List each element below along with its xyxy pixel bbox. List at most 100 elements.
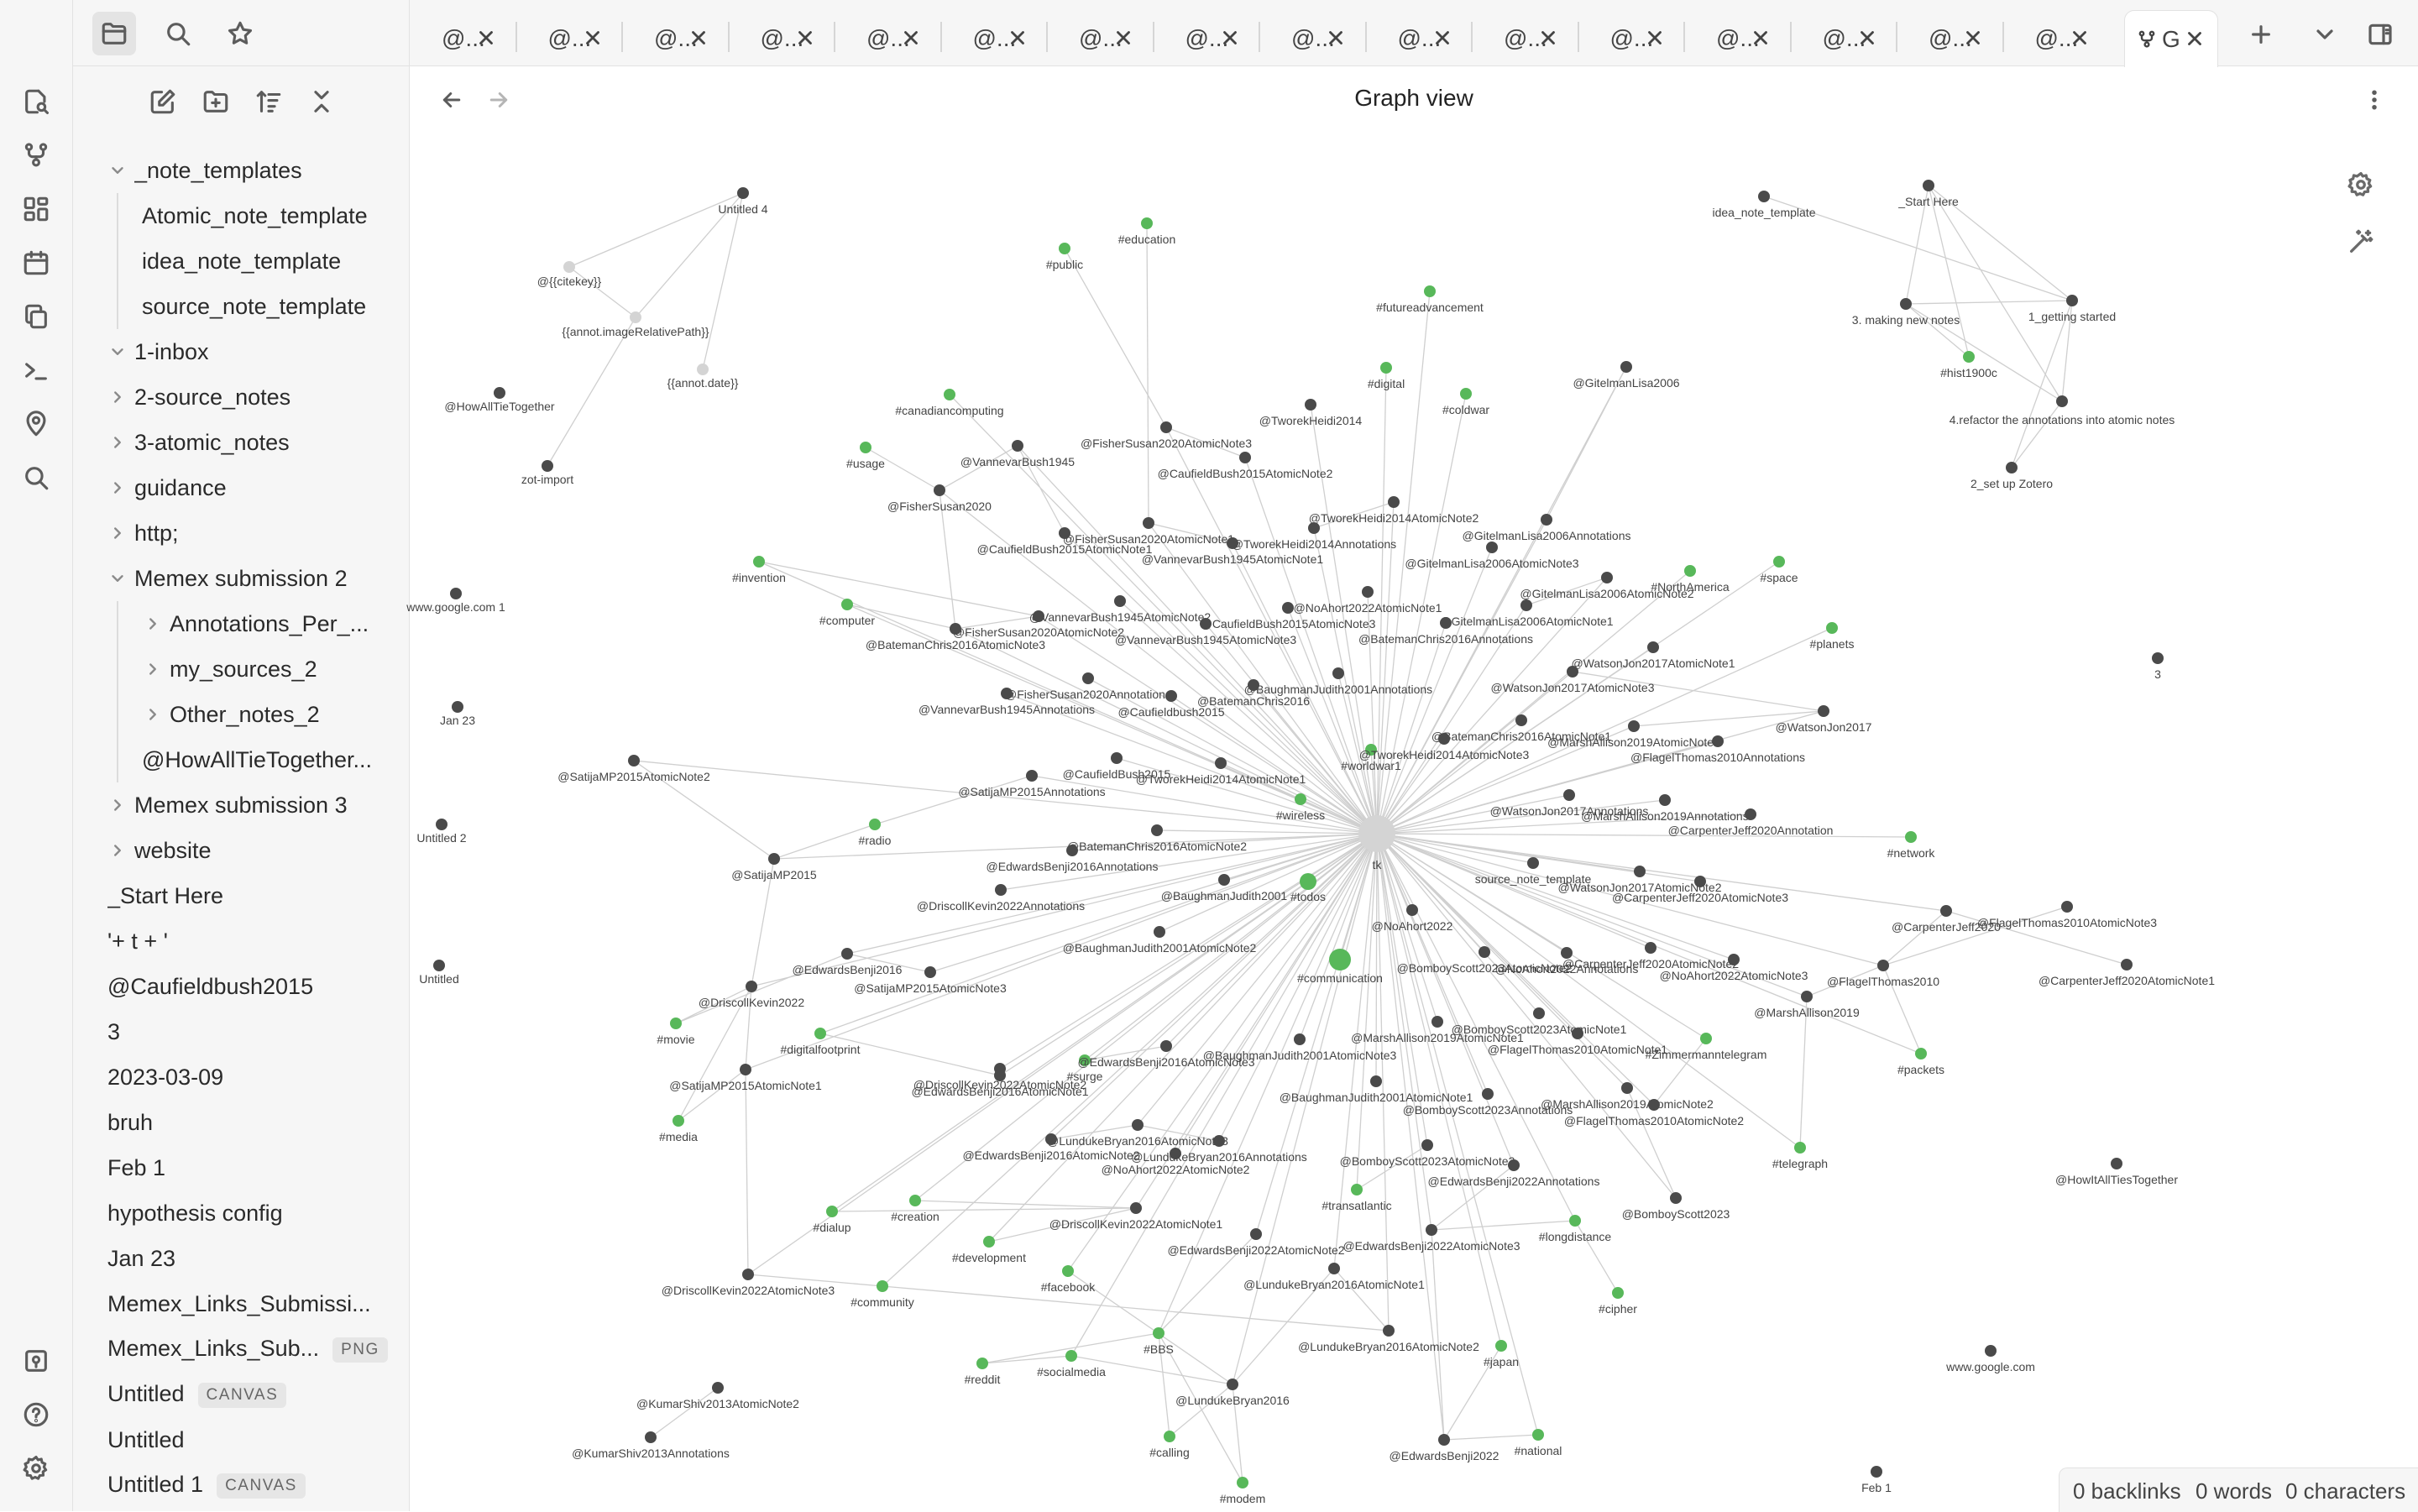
chevron-right-icon[interactable] <box>108 841 127 860</box>
graph-node-dot[interactable] <box>814 1028 826 1039</box>
graph-node-dot[interactable] <box>1045 1133 1057 1145</box>
graph-node-dot[interactable] <box>645 1431 657 1443</box>
graph-node-dot[interactable] <box>673 1115 684 1127</box>
graph-node[interactable]: @DriscollKevin2022AtomicNote3 <box>662 1269 835 1297</box>
graph-node-dot[interactable] <box>1305 399 1316 411</box>
graph-node[interactable]: @KumarShiv2013Annotations <box>572 1431 730 1460</box>
graph-node[interactable]: #computer <box>819 599 875 627</box>
graph-node-dot[interactable] <box>1160 1040 1172 1052</box>
graph-node-dot[interactable] <box>1365 744 1377 756</box>
graph-node[interactable]: @CarpenterJeff2020 <box>1892 905 2001 934</box>
graph-node[interactable]: 3 <box>2152 652 2164 681</box>
vault-switcher-icon[interactable] <box>15 1340 57 1382</box>
graph-node[interactable]: tk <box>1358 815 1395 871</box>
settings-icon[interactable] <box>15 1447 57 1489</box>
close-tab-icon[interactable] <box>1537 27 1559 49</box>
graph-node-dot[interactable] <box>1659 794 1671 806</box>
search-tab-icon[interactable] <box>156 12 200 55</box>
graph-node[interactable]: #creation <box>891 1195 939 1223</box>
graph-node[interactable]: #communication <box>1297 949 1383 985</box>
graph-node-dot[interactable] <box>1460 388 1472 400</box>
graph-node-dot[interactable] <box>1200 618 1212 630</box>
tab-note[interactable]: @... <box>1154 10 1259 65</box>
graph-node[interactable]: #development <box>952 1236 1026 1264</box>
graph-node-dot[interactable] <box>1648 1099 1660 1111</box>
chevron-right-icon[interactable] <box>144 660 162 678</box>
graph-node-dot[interactable] <box>1527 857 1539 869</box>
graph-node[interactable]: #BBS <box>1144 1327 1174 1356</box>
graph-node[interactable]: @FisherSusan2020 <box>887 484 992 513</box>
graph-node[interactable]: @CarpenterJeff2020AtomicNote1 <box>2039 959 2215 987</box>
graph-node-dot[interactable] <box>1645 942 1656 954</box>
close-tab-icon[interactable] <box>688 27 709 49</box>
graph-node-dot[interactable] <box>1794 1142 1806 1154</box>
graph-node[interactable]: #radio <box>859 819 892 847</box>
graph-node-dot[interactable] <box>1362 586 1374 598</box>
tree-folder[interactable]: _note_templates <box>73 148 409 193</box>
graph-node-dot[interactable] <box>1213 1135 1225 1147</box>
graph-node[interactable]: #modem <box>1220 1477 1265 1505</box>
graph-node[interactable]: @CarpenterJeff2020AtomicNote3 <box>1612 876 1788 904</box>
graph-node-dot[interactable] <box>450 588 462 599</box>
graph-view-icon[interactable] <box>15 134 57 176</box>
graph-node-dot[interactable] <box>1818 705 1829 717</box>
graph-node-dot[interactable] <box>740 1064 751 1075</box>
graph-node[interactable]: zot-import <box>521 460 573 486</box>
graph-node-dot[interactable] <box>950 623 961 635</box>
collapse-all-icon[interactable] <box>301 81 343 123</box>
graph-node-dot[interactable] <box>976 1358 988 1369</box>
graph-node[interactable]: _Start Here <box>1897 180 1959 208</box>
graph-node[interactable]: @VannevarBush1945AtomicNote1 <box>1142 537 1324 566</box>
graph-node-dot[interactable] <box>1130 1202 1142 1214</box>
graph-node[interactable]: #usage <box>846 442 885 470</box>
graph-node-dot[interactable] <box>1026 770 1038 782</box>
graph-node[interactable]: @DriscollKevin2022Annotations <box>917 884 1085 913</box>
graph-node[interactable]: #movie <box>657 1018 695 1046</box>
toggle-right-sidebar-icon[interactable] <box>2361 15 2400 54</box>
graph-node-dot[interactable] <box>1294 1033 1306 1045</box>
graph-node[interactable]: @MarshAllison2019Annotations <box>1581 794 1749 823</box>
new-note-icon[interactable] <box>142 81 184 123</box>
graph-node-dot[interactable] <box>1905 831 1917 843</box>
graph-node[interactable]: #worldwar1 <box>1341 744 1401 772</box>
close-tab-icon[interactable] <box>1219 27 1241 49</box>
tree-file[interactable]: Atomic_note_template <box>73 193 409 238</box>
close-tab-icon[interactable] <box>1431 27 1453 49</box>
tree-folder[interactable]: my_sources_2 <box>73 646 409 692</box>
graph-node-dot[interactable] <box>1745 808 1756 820</box>
open-quick-switcher-icon[interactable] <box>15 81 57 123</box>
graph-node-dot[interactable] <box>860 442 871 453</box>
close-tab-icon[interactable] <box>582 27 604 49</box>
graph-node-dot[interactable] <box>1248 679 1259 691</box>
graph-node-dot[interactable] <box>1684 565 1696 577</box>
new-tab-icon[interactable] <box>2242 15 2280 54</box>
graph-node[interactable]: @CaufieldBush2015AtomicNote2 <box>1158 452 1333 480</box>
graph-node-dot[interactable] <box>1758 191 1770 202</box>
graph-node-dot[interactable] <box>1239 452 1251 463</box>
graph-node[interactable]: www.google.com <box>1945 1345 2035 1373</box>
graph-node-dot[interactable] <box>1218 874 1230 886</box>
graph-node[interactable]: Jan 23 <box>440 701 475 727</box>
graph-node[interactable]: @CaufieldBush2015AtomicNote1 <box>977 527 1153 556</box>
graph-node[interactable]: @TworekHeidi2014Annotations <box>1232 522 1396 551</box>
tab-note[interactable]: @... <box>1578 10 1684 65</box>
graph-node[interactable]: @WatsonJon2017Annotations <box>1490 789 1649 818</box>
graph-node-dot[interactable] <box>1567 666 1578 678</box>
graph-node-dot[interactable] <box>1295 793 1306 805</box>
graph-node[interactable]: @CaufieldBush2015AtomicNote3 <box>1201 602 1376 630</box>
graph-node-dot[interactable] <box>1012 440 1023 452</box>
graph-node-dot[interactable] <box>1308 522 1320 534</box>
graph-node[interactable]: @TworekHeidi2014AtomicNote3 <box>1359 733 1530 761</box>
graph-node-dot[interactable] <box>1066 845 1078 856</box>
tab-note[interactable]: @... <box>729 10 835 65</box>
graph-node-dot[interactable] <box>746 981 757 992</box>
graph-node[interactable]: #telegraph <box>1772 1142 1828 1170</box>
close-tab-icon[interactable] <box>2069 27 2091 49</box>
graph-node-dot[interactable] <box>1515 714 1527 726</box>
graph-node-dot[interactable] <box>1438 1434 1450 1446</box>
graph-node[interactable]: Feb 1 <box>1861 1466 1892 1494</box>
graph-node-dot[interactable] <box>1065 1350 1077 1362</box>
tree-folder[interactable]: 3-atomic_notes <box>73 420 409 465</box>
